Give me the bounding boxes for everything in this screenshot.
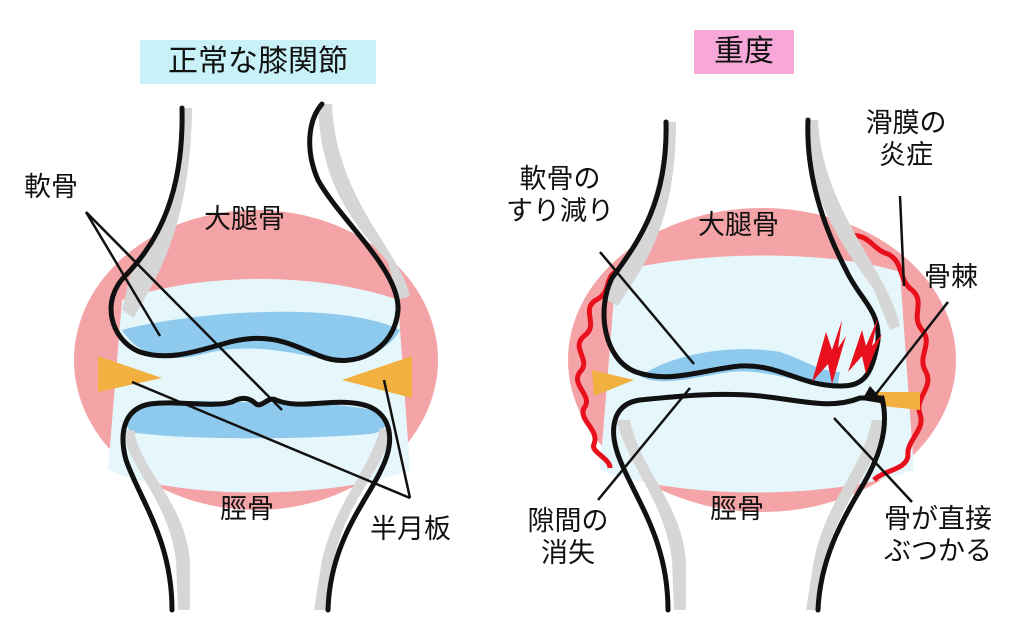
label-bone-contact-line1: 骨が直接 — [884, 504, 992, 535]
tibia-outline — [120, 395, 393, 613]
femur-outline — [108, 101, 401, 363]
meniscus-right — [342, 356, 412, 398]
severe-title: 重度 — [694, 30, 794, 74]
meniscus-left-severe — [592, 370, 634, 396]
label-meniscus: 半月板 — [370, 514, 451, 545]
femur-outline-severe — [601, 117, 881, 389]
tibia-shadow-severe — [616, 420, 686, 610]
wear-leader — [599, 251, 695, 365]
label-gap-loss-line2: 消失 — [541, 538, 595, 569]
label-femur: 大腿骨 — [204, 204, 285, 235]
label-cartilage: 軟骨 — [24, 172, 78, 203]
label-synovitis-line2: 炎症 — [879, 140, 933, 171]
inflamed-synovium-left — [575, 265, 625, 469]
meniscus-leader-2 — [382, 379, 412, 499]
label-gap-loss-line1: 隙間の — [527, 506, 609, 537]
cartilage-leader-1 — [84, 211, 162, 337]
contact-leader — [833, 417, 913, 503]
gap-leader — [597, 387, 691, 501]
label-bone-contact: 骨が直接 ぶつかる — [868, 504, 1008, 568]
label-tibia-severe: 脛骨 — [710, 494, 764, 525]
severe-knee — [568, 117, 956, 613]
label-synovitis: 滑膜の 炎症 — [856, 108, 956, 172]
tibia-shadow-right — [314, 428, 392, 610]
osteophyte — [862, 386, 886, 404]
label-osteophyte: 骨棘 — [924, 262, 978, 293]
synovitis-leader — [898, 195, 906, 287]
tibia-outline-severe — [611, 391, 887, 613]
normal-knee-title: 正常な膝関節 — [140, 40, 376, 84]
label-gap-loss: 隙間の 消失 — [516, 506, 620, 570]
osteophyte-leader — [875, 301, 949, 395]
label-synovitis-line1: 滑膜の — [865, 108, 947, 139]
cartilage-leader-2 — [85, 211, 283, 411]
normal-knee — [74, 101, 438, 613]
tibia-cartilage — [124, 400, 386, 439]
synovial-space-severe — [600, 255, 914, 493]
label-cartilage-wear-line2: すり減り — [506, 196, 614, 227]
femur-shadow-severe-right — [806, 120, 900, 330]
label-cartilage-wear-line1: 軟骨の — [519, 164, 601, 195]
pain-lightning-icon — [848, 318, 882, 374]
tibia-shadow — [122, 430, 190, 610]
label-tibia: 脛骨 — [220, 494, 274, 525]
label-cartilage-wear: 軟骨の すり減り — [500, 164, 620, 228]
meniscus-left — [98, 356, 162, 392]
inflamed-synovium-right — [845, 232, 931, 482]
femur-shadow-right — [318, 104, 410, 300]
meniscus-leader-1 — [131, 380, 411, 500]
label-bone-contact-line2: ぶつかる — [884, 536, 992, 567]
pain-lightning-icon — [812, 320, 846, 384]
label-femur-severe: 大腿骨 — [698, 210, 779, 241]
